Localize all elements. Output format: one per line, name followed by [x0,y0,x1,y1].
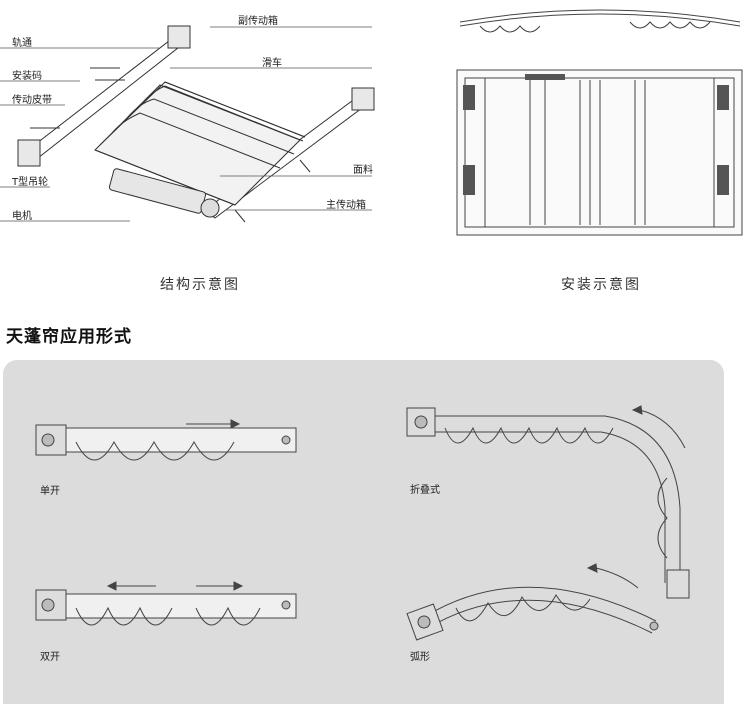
applications-panel [3,360,724,704]
label-single-open: 单开 [40,486,60,497]
label-double-open: 双开 [40,652,60,663]
double-open-diagram [35,581,297,626]
structure-caption: 结构示意图 [160,277,240,293]
label-trolley: 滑车 [262,58,282,69]
label-fabric: 面料 [353,165,373,176]
label-t-hanger: T型吊轮 [12,177,49,188]
label-folding: 折叠式 [410,485,440,496]
label-aux-gearbox: 副传动箱 [238,16,278,27]
label-mount-code: 安装码 [12,71,42,82]
arc-diagram [406,563,659,641]
install-diagram [456,9,743,236]
label-track: 轨通 [12,38,32,49]
single-open-diagram [35,419,297,461]
folding-diagram [406,405,690,599]
section-title: 天蓬帘应用形式 [6,327,132,347]
label-drive-belt: 传动皮带 [12,95,52,106]
label-main-gearbox: 主传动箱 [326,200,366,211]
label-motor: 电机 [12,211,32,222]
label-arc: 弧形 [410,652,430,663]
structure-diagram [0,25,375,223]
install-caption: 安装示意图 [561,277,641,293]
